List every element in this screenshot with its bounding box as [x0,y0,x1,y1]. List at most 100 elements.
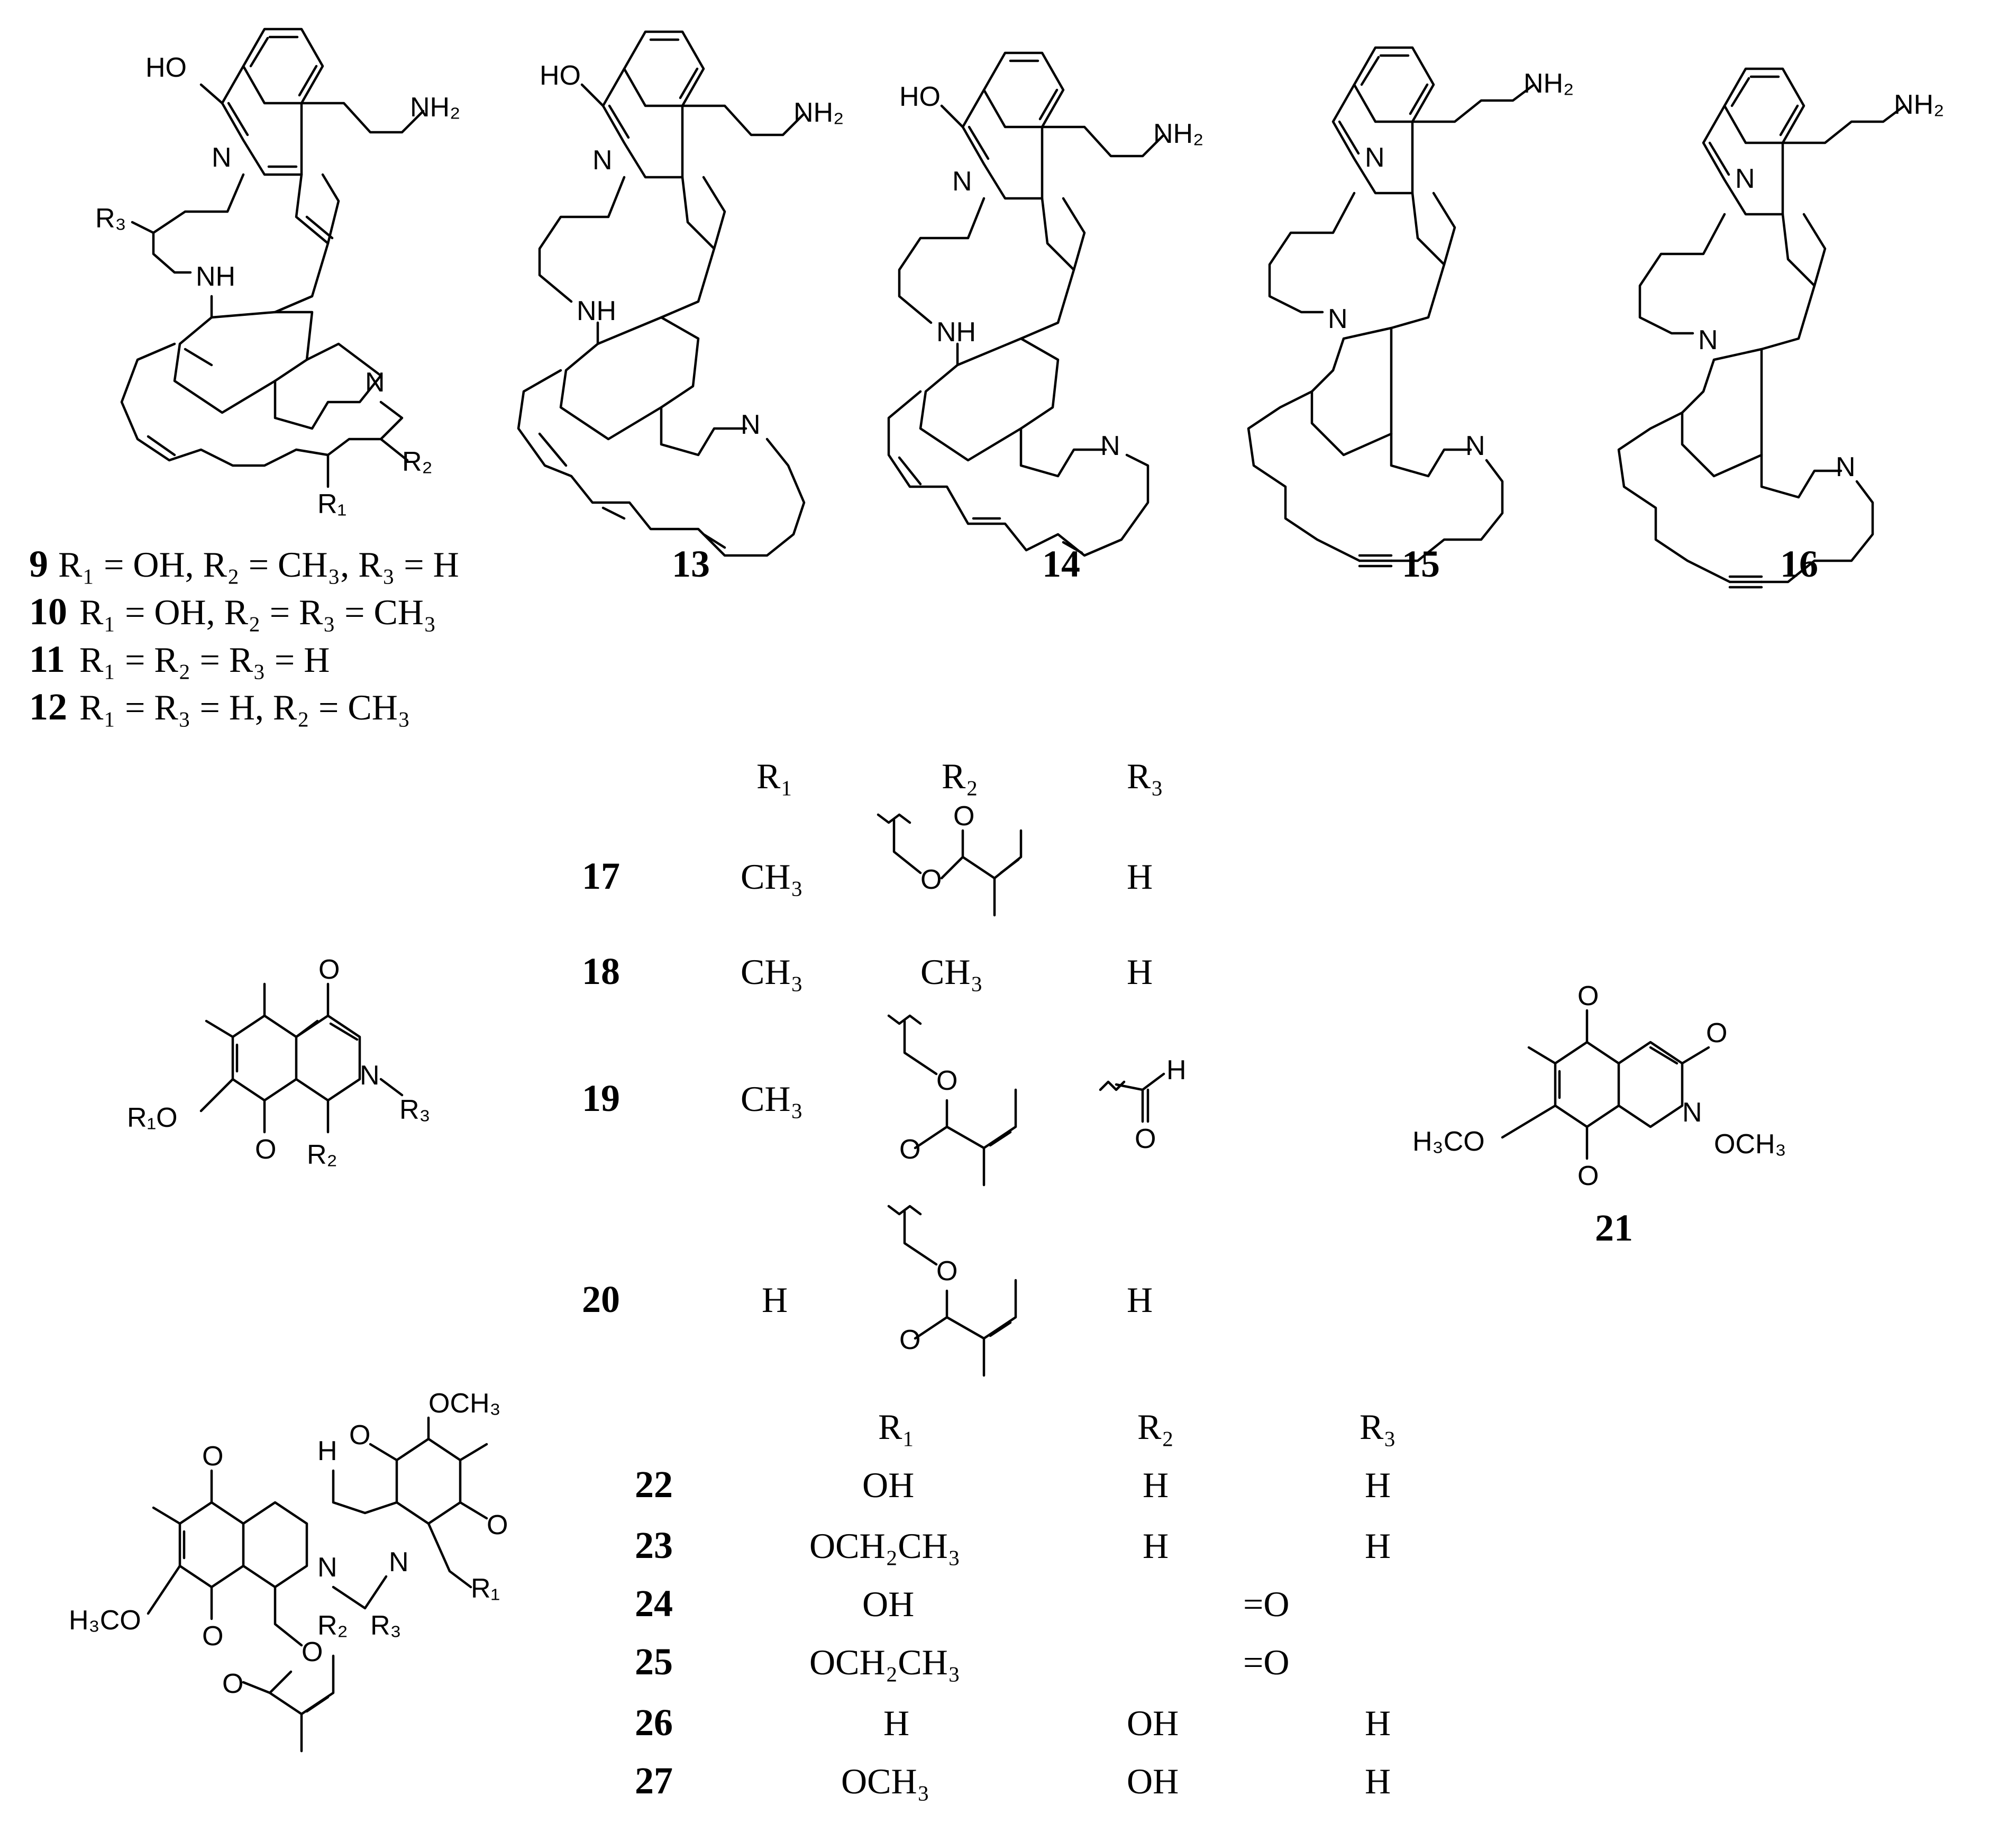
r2-label: R₂ [402,446,433,477]
nh2-label: NH₂ [410,92,460,123]
row20-r3: H [1127,1280,1153,1320]
row25-r1: OCH₂CH₃ [809,1642,960,1682]
structure-15: N NH₂ N N [1247,46,1574,568]
o-label-20b: O [899,1325,920,1355]
h3co-label-21: H₃CO [1412,1126,1485,1157]
row17-r3: H [1127,856,1153,897]
r2-label-22: R₂ [317,1610,348,1641]
r3-label: R₃ [95,203,126,234]
nh-label: NH [196,261,235,292]
n-label-isoq: N [360,1060,380,1091]
n-label-16c: N [1836,452,1856,482]
nh2-label-16: NH₂ [1894,89,1944,120]
row19-r1: CH₃ [741,1079,803,1119]
o-label-22d: O [487,1510,508,1541]
r1o-label: R₁O [127,1102,178,1133]
row22-r2: H [1143,1465,1169,1505]
table1-header-r2: R₂ [942,756,978,796]
r2-label-isoq: R₂ [307,1140,337,1170]
row26-r2: OH [1127,1703,1179,1743]
row18-r3: H [1127,952,1153,992]
table2-header-r1: R₁ [878,1407,915,1447]
o-label-bottom: O [255,1134,276,1165]
n-label-15: N [1365,142,1385,173]
n-label-16: N [1735,163,1755,194]
o-label-19a: O [936,1065,957,1096]
compound-id-16: 16 [1780,543,1818,585]
compound-id-18: 18 [582,950,620,992]
h-label-22: H [317,1436,337,1466]
o-label-22a: O [202,1441,223,1472]
row27-r3: H [1365,1761,1391,1801]
o-label-21b: O [1577,1161,1599,1191]
compound-id-10: 10 [29,590,67,633]
n-label-13b: N [741,409,761,440]
compound-id-23: 23 [635,1524,673,1566]
compound-id-27: 27 [635,1760,673,1802]
o-label-21a: O [1577,981,1599,1011]
row27-r1: OCH₃ [841,1761,929,1801]
r3-label-22: R₃ [370,1610,402,1641]
table2-header-r2: R₂ [1137,1407,1174,1447]
structure-22-27: O O H₃CO N H OCH₃ O O N R₁ R₂ R₃ O O [69,1388,508,1753]
row19-r3-formyl: H O [1099,1055,1187,1154]
compound-id-14: 14 [1042,543,1080,585]
r3-label-isoq: R₃ [399,1095,431,1125]
row22-r1: OH [862,1465,914,1505]
row19-r2-tigloyloxymethyl: O O [887,1014,1017,1187]
row18-r2: CH₃ [920,952,983,992]
n-label-14: N [952,166,972,197]
row23-r2: H [1143,1526,1169,1566]
n-label-22: N [317,1552,337,1583]
row22-r3: H [1365,1465,1391,1505]
structure-13: HO N NH₂ NH N [517,30,844,557]
nh2-label-13: NH₂ [793,97,844,128]
compound-id-25: 25 [635,1640,673,1683]
compound-id-11: 11 [29,638,65,680]
row24-r2r3: =O [1243,1584,1289,1624]
row23-r3: H [1365,1526,1391,1566]
nh-label-14: NH [936,317,976,348]
row26-r3: H [1365,1703,1391,1743]
structure-17-20: O O R₁O N R₃ R₂ [127,954,431,1170]
table1-header-r3: R₃ [1127,756,1163,796]
row24-r1: OH [862,1584,914,1624]
ho-label-14: HO [899,81,941,112]
nh-label-13: NH [577,296,616,326]
r1-label: R₁ [317,489,346,519]
o-label-19b: O [899,1134,920,1165]
row18-r1: CH₃ [741,952,803,992]
legend-12-text: R₁ = R₃ = H, R₂ = CH₃ [79,687,411,727]
structure-16: N NH₂ N N [1617,67,1944,589]
o-label-17b: O [953,801,974,832]
row25-r2r3: =O [1243,1642,1289,1682]
n-label-15c: N [1465,431,1485,461]
compound-id-22: 22 [635,1463,673,1506]
o-label-19c: O [1135,1124,1156,1154]
o-label-21c: O [1706,1018,1727,1049]
compound-id-26: 26 [635,1701,673,1744]
row20-r2-tigloyloxymethyl: O O [887,1205,1017,1377]
row17-r1: CH₃ [741,856,803,897]
row23-r1: OCH₂CH₃ [809,1526,960,1566]
och3-label-22: OCH₃ [428,1388,501,1419]
ho-label: HO [145,52,187,83]
r1-label-22: R₁ [471,1573,500,1604]
o-label-22e: O [302,1637,323,1667]
o-label-17a: O [920,864,942,895]
h3co-label-22: H₃CO [69,1605,141,1636]
nh2-label-14: NH₂ [1153,119,1203,149]
o-label-20a: O [936,1256,957,1287]
compound-id-13: 13 [672,543,710,585]
h-label-19: H [1166,1055,1187,1086]
n-label-21: N [1682,1097,1702,1128]
structure-14: HO N NH₂ NH N [887,51,1203,557]
n-label-16b: N [1698,325,1718,356]
legend-9-12: 9 R₁ = OH, R₂ = CH₃, R₃ = H 10 R₁ = OH, … [29,543,459,728]
legend-9-text: R₁ = OH, R₂ = CH₃, R₃ = H [58,544,459,585]
compound-id-12: 12 [29,686,67,728]
table2-header-r3: R₃ [1360,1407,1396,1447]
och3-label-21: OCH₃ [1714,1129,1786,1160]
compound-id-24: 24 [635,1582,673,1625]
